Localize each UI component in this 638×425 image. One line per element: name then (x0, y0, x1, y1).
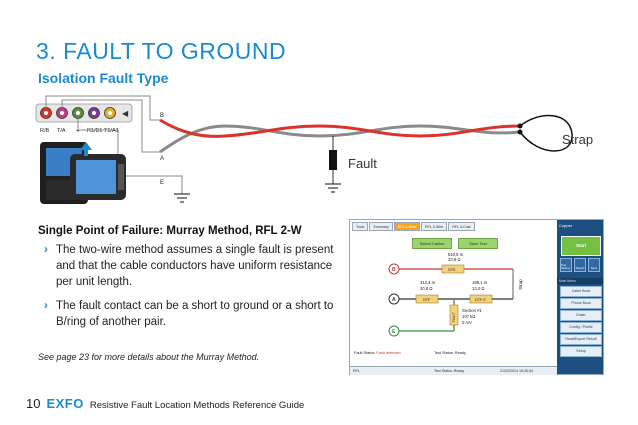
screen-strap-label: Strap (518, 279, 523, 290)
connector-label: R1/B1 (87, 128, 102, 134)
bullet-arrow-icon: › (44, 244, 48, 256)
page-title: 3. FAULT TO GROUND (36, 38, 287, 64)
wire-label-a: A (160, 156, 164, 162)
lead-e (77, 118, 183, 194)
svg-text:0 mV: 0 mV (462, 320, 472, 325)
side-header: Copper (559, 223, 573, 228)
connector-label: T1/A1 (104, 128, 119, 134)
rfl-schematic: 510,5 m 33,9 Ω B DTE Strap 312,4 m 20,8 … (388, 252, 523, 337)
screen-status-bar: RFL Test Status: Ready 21/02/2014 16:26:… (350, 366, 557, 375)
ground-symbol-fault (325, 183, 341, 193)
svg-text:13,2 Ω: 13,2 Ω (472, 286, 484, 291)
menu-item-setup[interactable]: Setup (560, 346, 602, 357)
save-icon[interactable]: Save (588, 258, 600, 272)
select-cables-button[interactable]: Select Cables (412, 238, 452, 249)
bullet-item: › The two-wire method assumes a single f… (44, 244, 334, 288)
test-status: Test Status: Ready (434, 351, 466, 355)
device-screenshot: Tools Summary RFL 2-Wire RFL 3-Wire RFL … (349, 219, 604, 375)
dtfe-box (469, 294, 493, 304)
fault-status: Fault Status: Fault detected. (354, 351, 402, 355)
svg-text:A: A (392, 297, 396, 303)
menu-item-cable-book[interactable]: Cable Book (560, 286, 602, 297)
menu-item-read-export[interactable]: Read/Export Result (560, 334, 602, 345)
bullet-item: › The fault contact can be a short to gr… (44, 300, 334, 328)
wire-b (159, 118, 521, 138)
svg-text:E: E (392, 329, 396, 335)
tab-summary[interactable]: Summary (369, 222, 393, 231)
section-heading: Single Point of Failure: Murray Method, … (38, 225, 302, 237)
menu-item-phone-book[interactable]: Phone Book (560, 298, 602, 309)
main-menu-header: Main Menu (557, 278, 603, 284)
guide-title: Resistive Fault Location Methods Referen… (89, 400, 305, 411)
total-resistance: 33,9 Ω (448, 257, 460, 262)
dtf-box (415, 294, 439, 304)
menu-item-config-profile[interactable]: Config / Profile (560, 322, 602, 333)
page-footer: 10 EXFO Resistive Fault Location Methods… (26, 396, 304, 411)
svg-text:Section #1: Section #1 (462, 308, 482, 313)
strap-loop (519, 114, 573, 152)
svg-text:FAULT: FAULT (452, 312, 456, 322)
reference-note: See page 23 for more details about the M… (38, 352, 260, 362)
connector-label: T/A (57, 128, 66, 134)
svg-text:DTF: DTF (423, 298, 431, 302)
fault-box (449, 304, 459, 326)
lead-b (45, 95, 160, 121)
arrow-up-icon (80, 142, 92, 156)
menu-item-dialer[interactable]: Dialer (560, 310, 602, 321)
tab-tools[interactable]: Tools (352, 222, 369, 231)
wire-label-b: B (160, 113, 164, 119)
tab-rfl-3-wire[interactable]: RFL 3-Wire (421, 222, 448, 231)
tab-rfl-2-wire[interactable]: RFL 2-Wire (393, 222, 421, 231)
bullet-arrow-icon: › (44, 300, 48, 312)
page-subtitle: Isolation Fault Type (38, 70, 169, 86)
test-setting-icon[interactable]: Test Setting (560, 258, 572, 272)
svg-text:DTE: DTE (448, 268, 456, 272)
screen-tabs: Tools Summary RFL 2-Wire RFL 3-Wire RFL … (352, 222, 475, 231)
connector-label: R/B (40, 128, 50, 134)
svg-text:DTF E: DTF E (475, 298, 486, 302)
side-panel: Copper Start Test Setting Report Save Ma… (557, 220, 603, 374)
fault-resistor (329, 150, 337, 170)
svg-text:107 kΩ: 107 kΩ (462, 314, 475, 319)
svg-text:312,4 m: 312,4 m (420, 280, 436, 285)
ground-symbol-e (174, 193, 190, 203)
lead-a (61, 99, 160, 153)
fault-label: Fault (348, 156, 377, 171)
page-number: 10 (26, 396, 41, 411)
strap-label: Strap (562, 132, 593, 147)
start-button[interactable]: Start (561, 236, 601, 256)
svg-text:198,1 m: 198,1 m (472, 280, 488, 285)
wire-a (159, 124, 521, 154)
fault-diagram: ◀ R/B T/A ⏚ R1/B1 T1/A1 Strap B A E Faul… (35, 95, 593, 204)
wire-label-e: E (160, 180, 164, 186)
save-test-button[interactable]: Save Test (458, 238, 498, 249)
svg-text:20,8 Ω: 20,8 Ω (420, 286, 432, 291)
dte-box (441, 264, 465, 274)
speaker-icon: ◀ (122, 109, 129, 118)
handheld-device (40, 142, 126, 204)
svg-text:B: B (392, 267, 396, 273)
tab-rfl-4-cust[interactable]: RFL 4-Cust (448, 222, 475, 231)
total-distance: 510,5 m (448, 252, 464, 257)
brand-logo: EXFO (46, 396, 84, 411)
report-icon[interactable]: Report (574, 258, 586, 272)
